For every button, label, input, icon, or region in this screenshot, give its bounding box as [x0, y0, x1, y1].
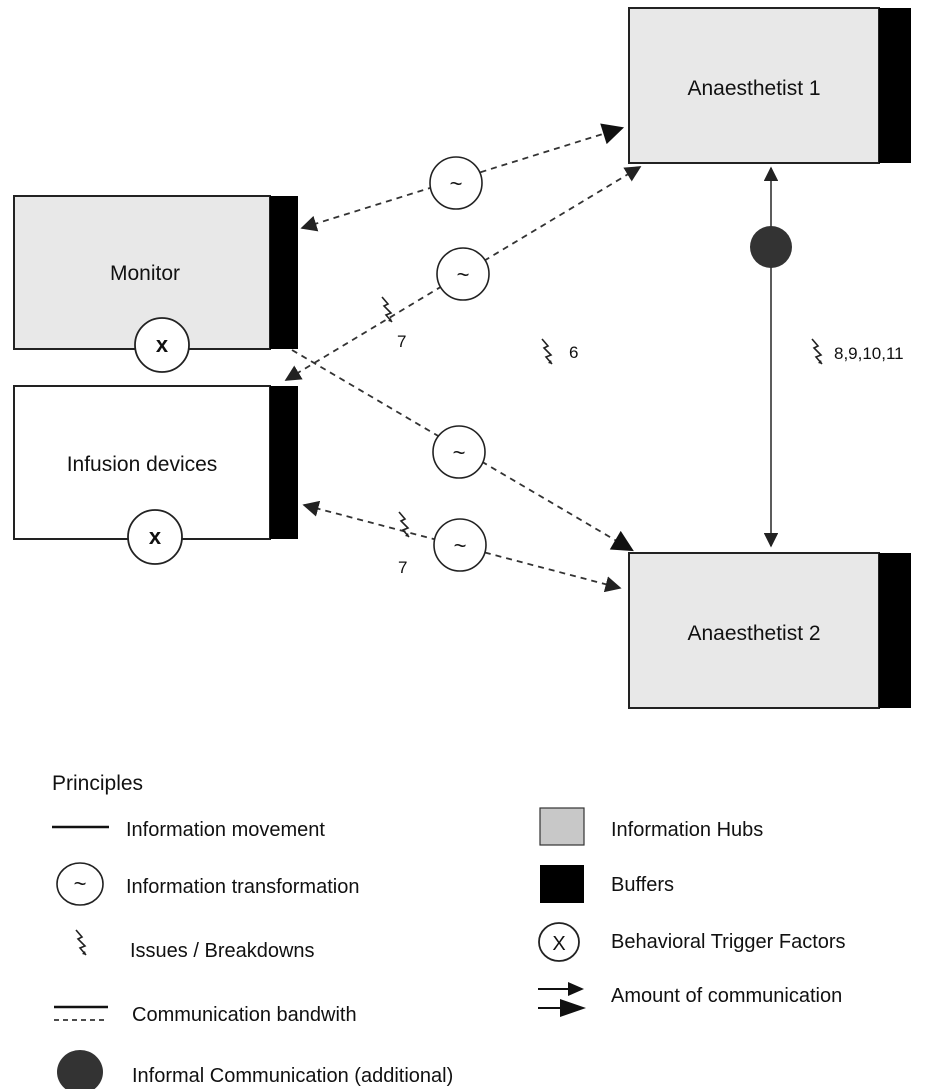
- legend-item-label: Communication bandwith: [132, 1004, 357, 1026]
- grey-square-icon: [539, 807, 585, 846]
- legend-item-label: Behavioral Trigger Factors: [611, 931, 846, 953]
- anaesthetist-2-hub: Anaesthetist 2: [628, 552, 911, 709]
- anaesthetist-1-label: Anaesthetist 1: [687, 77, 820, 100]
- issue-label-infusion-link: 7: [398, 558, 407, 577]
- anaesthetist-2-label: Anaesthetist 2: [687, 622, 820, 645]
- issue-label-anaesthetists: 8,9,10,11: [834, 344, 904, 363]
- legend-item-label: Informal Communication (additional): [132, 1065, 453, 1087]
- legend-item-label: Buffers: [611, 874, 674, 896]
- issue-label-monitor-link: 7: [397, 332, 406, 351]
- legend: Principles Information movement ~ Inform…: [52, 772, 846, 1089]
- transformation-icon: ~: [436, 247, 490, 301]
- tilde-circle-icon: ~: [56, 862, 104, 906]
- double-arrow-icon: [538, 982, 586, 1017]
- svg-text:~: ~: [74, 871, 87, 896]
- svg-text:~: ~: [453, 440, 466, 465]
- monitor-hub: Monitor x: [13, 195, 298, 373]
- transformation-icon: ~: [432, 425, 486, 479]
- bandwidth-lines-icon: [54, 1005, 108, 1021]
- connections: [284, 123, 779, 593]
- anaesthetist-2-buffer: [879, 553, 911, 708]
- legend-item-label: Information transformation: [126, 876, 359, 898]
- infusion-devices-buffer: [270, 386, 298, 539]
- issue-lightning-icon: [541, 338, 553, 365]
- svg-text:~: ~: [457, 262, 470, 287]
- legend-item-label: Information movement: [126, 819, 325, 841]
- x-circle-icon: X: [538, 922, 580, 962]
- monitor-buffer: [270, 196, 298, 349]
- svg-text:X: X: [552, 933, 565, 955]
- monitor-trigger-icon: x: [134, 317, 190, 373]
- anaesthetist-1-buffer: [879, 8, 911, 163]
- transformation-icon: ~: [429, 156, 483, 210]
- svg-text:~: ~: [454, 533, 467, 558]
- svg-text:~: ~: [450, 171, 463, 196]
- black-square-icon: [540, 865, 584, 903]
- legend-item-label: Information Hubs: [611, 819, 763, 841]
- link-anaesthetist1-infusion: [284, 166, 642, 381]
- infusion-trigger-icon: x: [127, 509, 183, 565]
- svg-text:x: x: [156, 332, 169, 357]
- legend-title: Principles: [52, 772, 143, 795]
- issue-lightning-icon: [398, 511, 410, 538]
- legend-item-label: Amount of communication: [611, 985, 842, 1007]
- anaesthetist-1-hub: Anaesthetist 1: [628, 7, 911, 164]
- issue-label-center: 6: [569, 343, 578, 362]
- monitor-label: Monitor: [110, 262, 180, 285]
- issue-lightning-icon: [811, 338, 823, 365]
- transformation-icon: ~: [433, 518, 487, 572]
- issue-lightning-icon: [381, 296, 393, 323]
- lightning-icon: [75, 929, 87, 956]
- informal-communication-dot: [750, 226, 792, 268]
- infusion-devices-hub: Infusion devices x: [13, 385, 298, 565]
- svg-text:x: x: [149, 524, 162, 549]
- infusion-devices-label: Infusion devices: [67, 453, 218, 476]
- filled-circle-icon: [57, 1050, 103, 1089]
- legend-item-label: Issues / Breakdowns: [130, 940, 315, 962]
